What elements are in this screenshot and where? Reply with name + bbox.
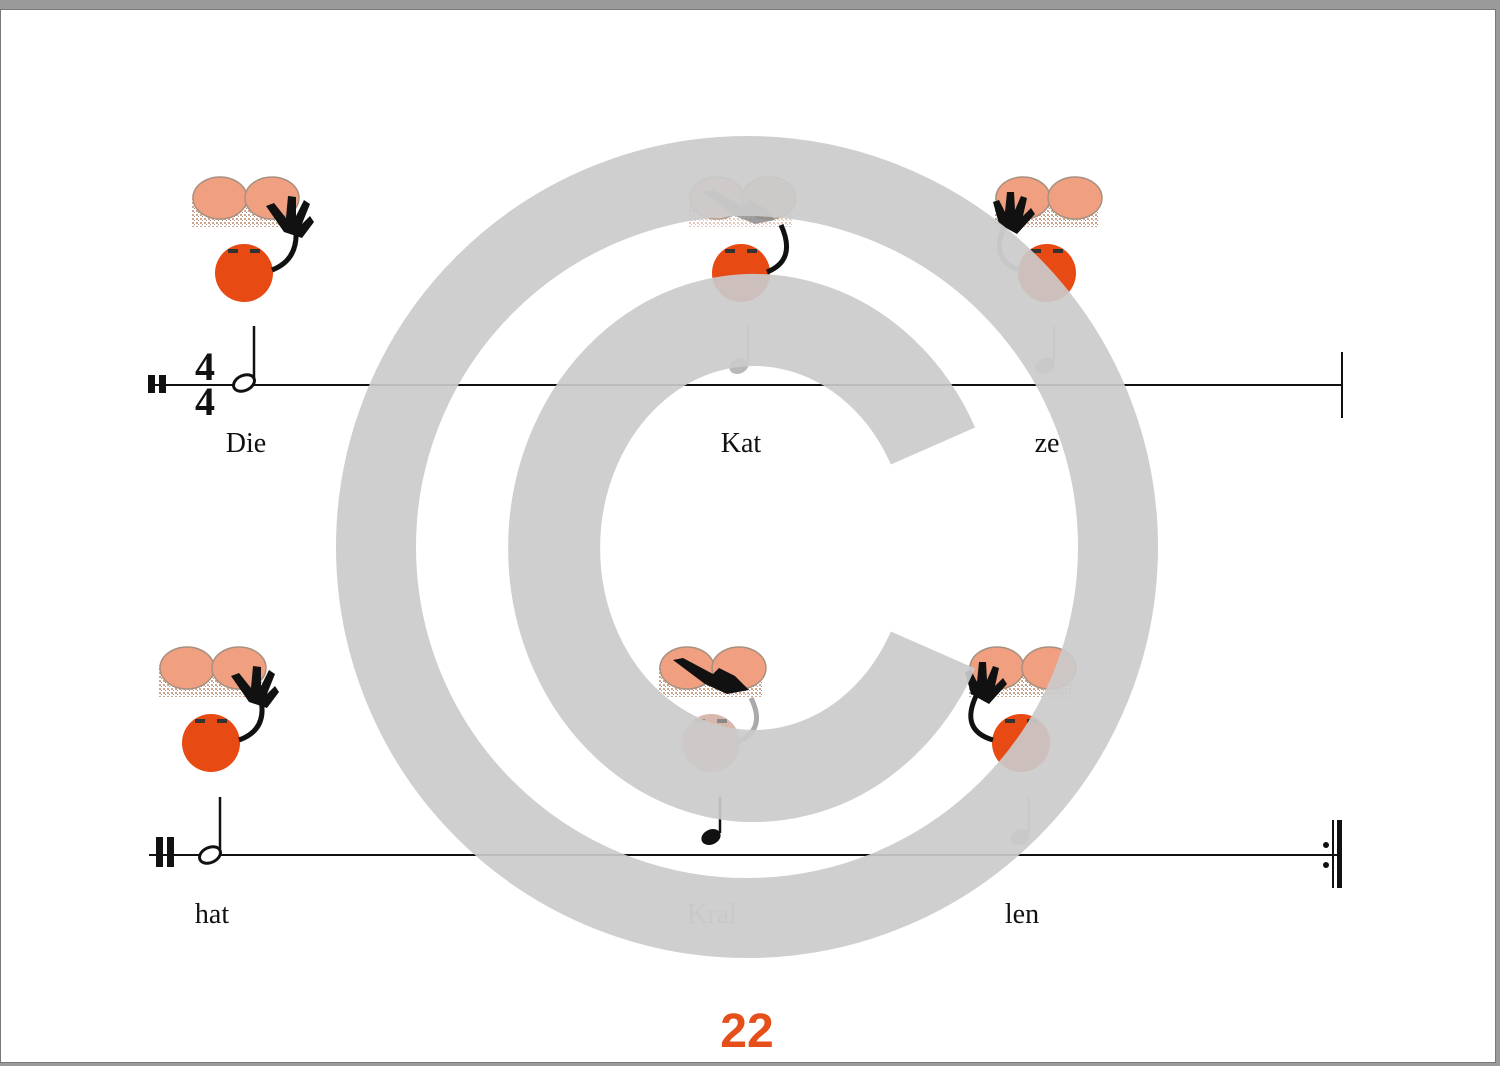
note-half (232, 326, 256, 393)
lyric-syllable: Die (226, 428, 266, 459)
worksheet-page: 4 4 (0, 9, 1496, 1063)
end-repeat-sign (1323, 820, 1342, 888)
repeat-start-mark (156, 837, 174, 867)
lyric-syllable: hat (195, 899, 229, 930)
player-face-icon (215, 244, 273, 302)
player-face-icon (182, 714, 240, 772)
copyright-icon (336, 136, 1158, 958)
drum-figure-1 (192, 176, 314, 302)
drum-figure-4 (159, 646, 279, 772)
bongo-drums-icon (659, 646, 767, 697)
lyric-syllable: Kat (721, 428, 762, 459)
lyric-syllable: ze (1035, 428, 1060, 459)
lyric-syllable: len (1005, 899, 1039, 930)
time-signature-bottom: 4 (195, 379, 215, 424)
time-signature-top: 4 (195, 344, 215, 389)
note-half (198, 797, 222, 865)
rhythm-sheet: 4 4 (148, 136, 1343, 1058)
page-number: 22 (720, 1005, 773, 1058)
hand-icon (266, 196, 314, 273)
hand-icon (965, 662, 1007, 743)
bongo-drums-icon (159, 646, 267, 697)
hand-icon (231, 666, 279, 743)
